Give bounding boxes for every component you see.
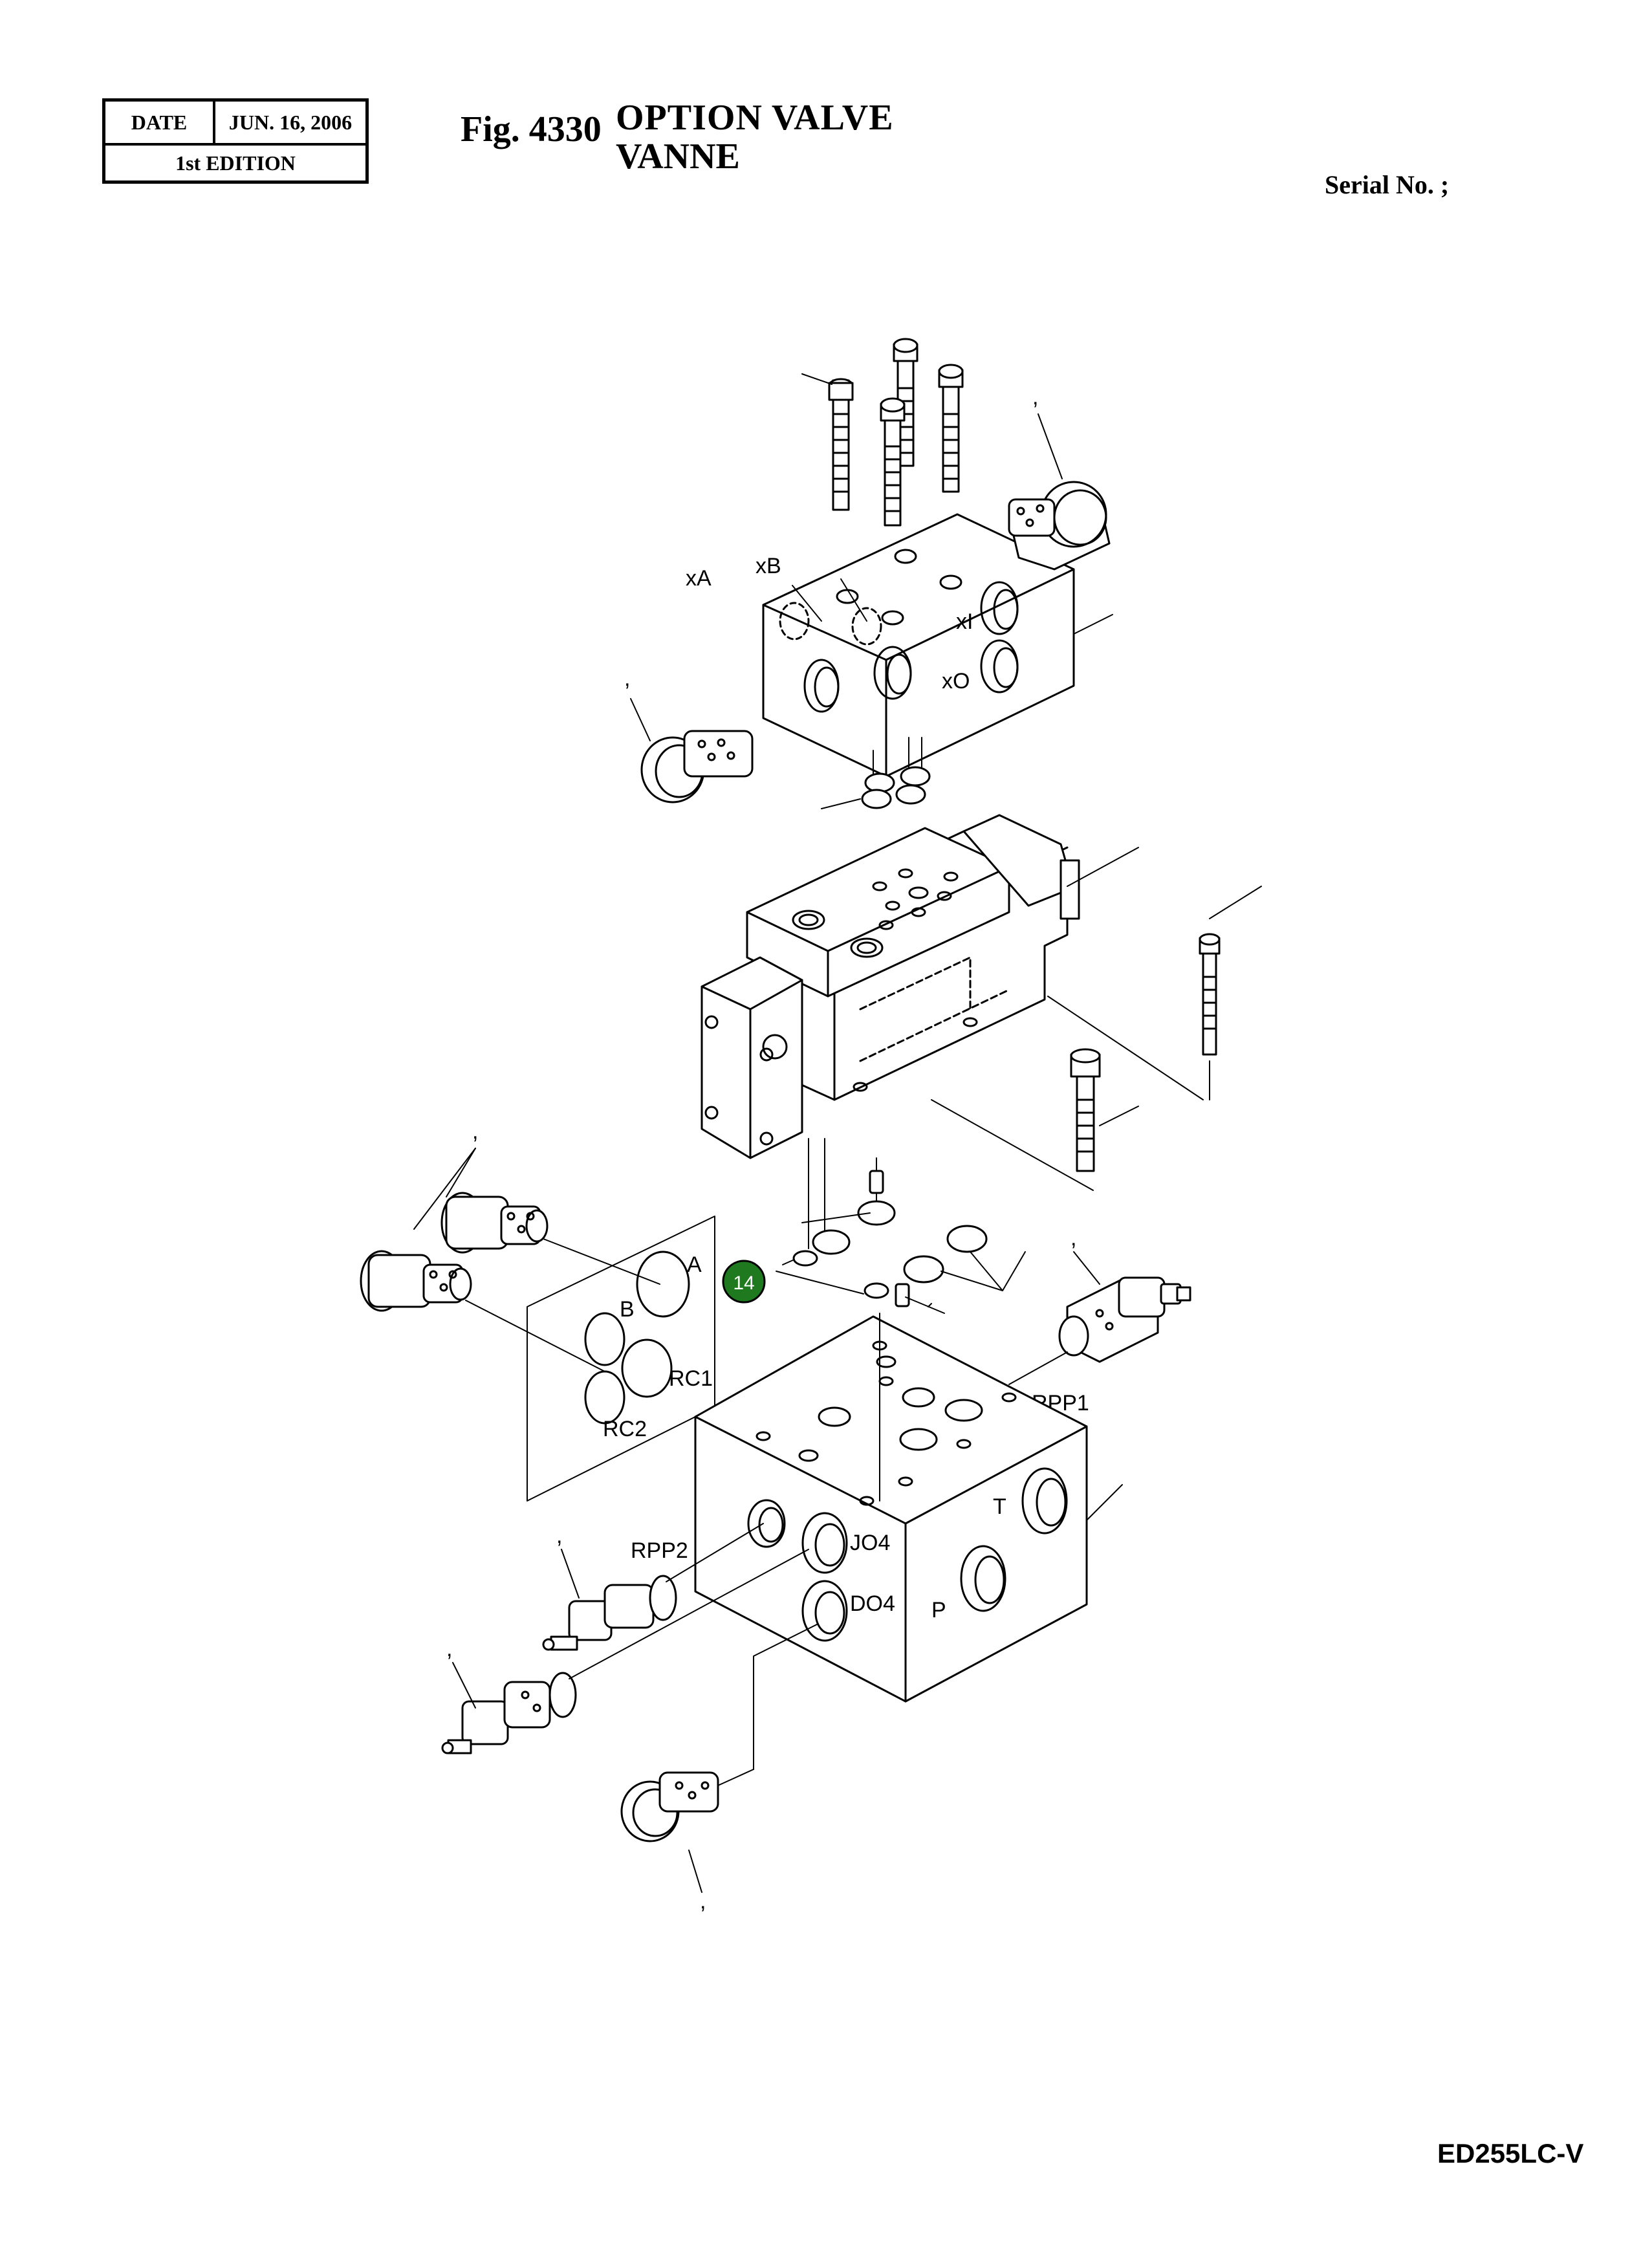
- middle-spool-block: [701, 814, 1204, 1159]
- port-label-xO: xO: [942, 669, 970, 694]
- tick-mark-7: ,: [700, 1889, 706, 1914]
- port-label-xA: xA: [686, 566, 712, 591]
- tick-mark-5: ,: [556, 1524, 562, 1548]
- port-label-xI: xI: [956, 609, 973, 634]
- o-ring-set-upper: [821, 737, 931, 809]
- bolt-top-1: [828, 378, 854, 511]
- cartridge-upper-right: ,: [1008, 385, 1111, 571]
- bolt-right-short: [931, 1048, 1139, 1191]
- model-code: ED255LC-V: [1437, 2138, 1584, 2168]
- date-label: DATE: [105, 102, 215, 143]
- port-label-RPP2: RPP2: [631, 1538, 688, 1563]
- figure-title-line1: OPTION VALVE: [616, 98, 894, 138]
- figure-title-line2: VANNE: [616, 137, 740, 177]
- cartridge-upper-left: ,: [624, 666, 754, 803]
- cartridge-lower-left: ,: [441, 1549, 809, 1754]
- port-label-xB: xB: [755, 554, 781, 578]
- tick-mark-6: ,: [446, 1637, 452, 1661]
- edition-header-box: DATE JUN. 16, 2006 1st EDITION: [102, 98, 369, 184]
- cartridge-rpp1: , RPP1: [1008, 1226, 1191, 1415]
- upper-valve-block: xA xB xI xO: [686, 513, 1113, 778]
- cartridge-rpp2: , RPP2: [542, 1523, 764, 1651]
- lower-main-block: T P JO4 DO4: [694, 1313, 1123, 1703]
- date-value: JUN. 16, 2006: [228, 110, 353, 134]
- port-label-A: A: [687, 1252, 702, 1277]
- port-label-RC1: RC1: [669, 1366, 713, 1391]
- bolt-top-4: [880, 397, 906, 527]
- tick-mark-3: ,: [472, 1119, 478, 1144]
- bolt-top-3: [938, 364, 964, 493]
- tick-mark-4: ,: [1071, 1226, 1076, 1251]
- callout-14-number: 14: [733, 1272, 754, 1294]
- port-label-B: B: [620, 1297, 635, 1322]
- cartridge-left-lower: [360, 1250, 605, 1372]
- port-face-plate: A B RC1 RC2: [527, 1216, 715, 1502]
- port-label-JO4: JO4: [850, 1531, 890, 1555]
- port-label-P: P: [931, 1598, 946, 1622]
- header-row-date: DATE JUN. 16, 2006: [105, 102, 365, 146]
- port-label-DO4: DO4: [850, 1591, 895, 1616]
- figure-number: Fig. 4330: [461, 109, 602, 149]
- o-ring-set-lower: [776, 1138, 1026, 1314]
- cartridge-left-upper: ,: [413, 1119, 660, 1285]
- bolt-right-tall: [1199, 886, 1262, 1100]
- port-label-RC2: RC2: [603, 1417, 647, 1441]
- tick-mark-1: ,: [1032, 385, 1038, 410]
- port-label-T: T: [993, 1494, 1006, 1519]
- plug-bottom: ,: [620, 1623, 819, 1914]
- part-callout-14: 14: [722, 1260, 766, 1304]
- tick-mark-2: ,: [624, 666, 630, 691]
- top-bolts: [801, 338, 964, 527]
- serial-number-label: Serial No. ;: [1325, 170, 1450, 199]
- edition-label: 1st EDITION: [175, 151, 296, 175]
